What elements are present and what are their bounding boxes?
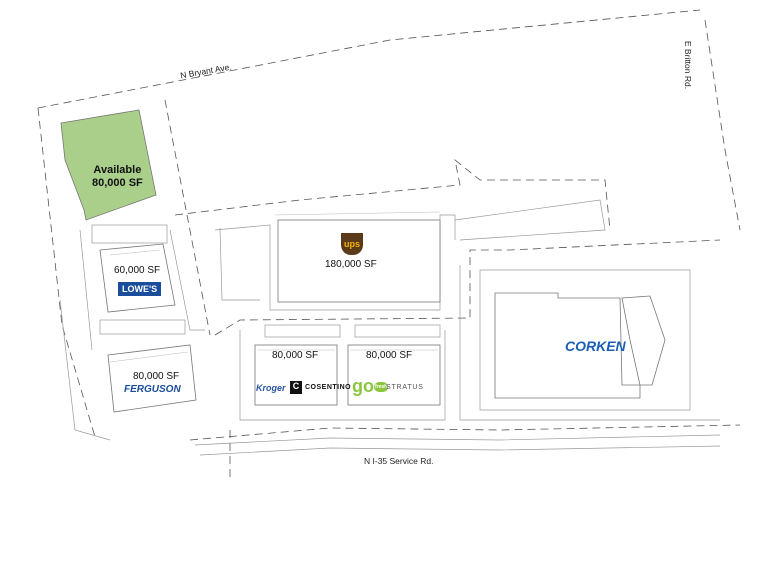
gofresh-logo: gofresh [352, 376, 389, 397]
ferguson-building [107, 344, 197, 413]
ferguson-size: 80,000 SF [133, 371, 180, 382]
cosentino-icon: C [290, 381, 302, 394]
roads-and-parking [59, 199, 721, 456]
lowes-size: 60,000 SF [114, 265, 161, 276]
cosentino-logo: COSENTINO [305, 384, 352, 391]
ups-logo: ups [341, 233, 363, 255]
corken-building [494, 292, 641, 399]
stratus-logo: STRATUS [386, 384, 424, 391]
available-building[interactable] [60, 109, 157, 221]
dock-hatching [109, 211, 441, 363]
available-building-label[interactable]: Available 80,000 SF [92, 164, 143, 190]
corken-annex [621, 295, 666, 386]
lowes-building [99, 243, 176, 313]
road-label-n-i35-service-rd: N I-35 Service Rd. [364, 456, 434, 466]
available-size: 80,000 SF [92, 177, 143, 189]
stratus-building [347, 344, 441, 406]
kroger-logo: Kroger [256, 383, 286, 393]
gofresh-go: go [352, 376, 374, 396]
kroger-building [254, 344, 338, 406]
property-lines [37, 9, 741, 480]
road-label-e-britton-rd: E Britton Rd. [683, 40, 694, 90]
ups-size: 180,000 SF [325, 259, 377, 270]
available-status: Available [93, 164, 142, 176]
lowes-logo: LOWE'S [118, 282, 162, 296]
gofresh-fresh: fresh [374, 382, 389, 393]
corken-logo: CORKEN [565, 338, 626, 354]
buildings [60, 109, 666, 413]
kroger-building-size: 80,000 SF [272, 350, 319, 361]
stratus-building-size: 80,000 SF [366, 350, 413, 361]
ferguson-logo: FERGUSON [124, 384, 181, 395]
